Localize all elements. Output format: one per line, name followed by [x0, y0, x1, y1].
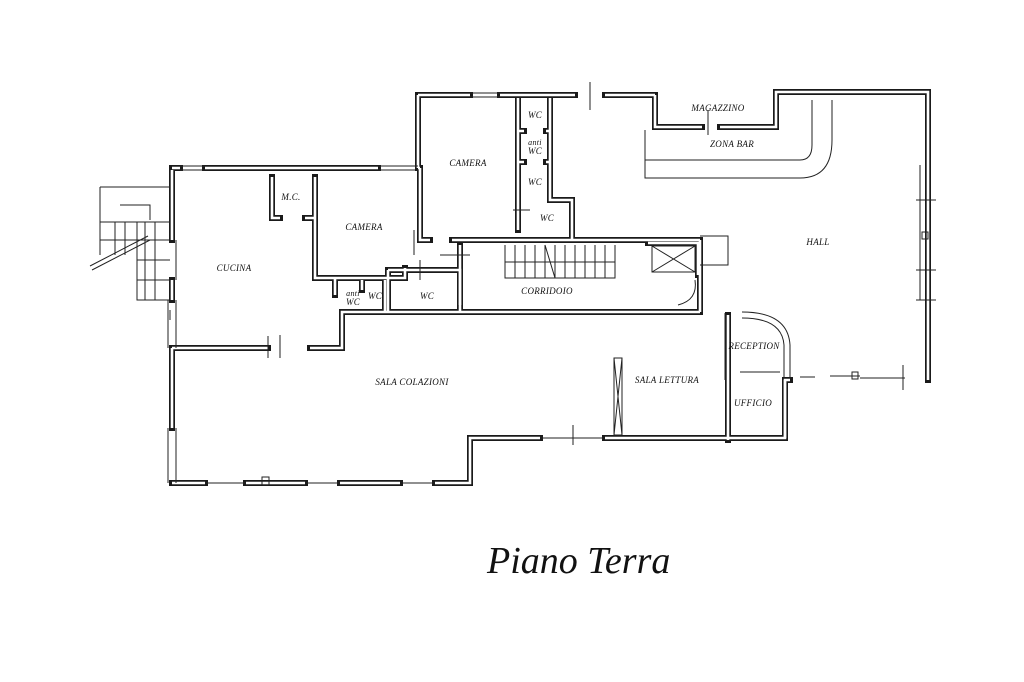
room-label-anti-wc: WC — [346, 297, 361, 307]
room-label-mc: M.C. — [280, 192, 300, 202]
room-label-wc: WC — [528, 177, 543, 187]
room-label-wc: WC — [528, 110, 543, 120]
room-label-anti-wc: anti — [346, 289, 360, 298]
room-label-reception: RECEPTION — [727, 341, 780, 351]
room-label-wc: WC — [420, 291, 435, 301]
room-label-anti-wc: anti — [528, 138, 542, 147]
room-label-camera: CAMERA — [449, 158, 486, 168]
room-label-corridoio: CORRIDOIO — [521, 286, 573, 296]
room-label-wc: WC — [540, 213, 555, 223]
room-label-anti-wc: WC — [528, 146, 543, 156]
room-label-camera: CAMERA — [345, 222, 382, 232]
room-label-ufficio: UFFICIO — [734, 398, 772, 408]
room-labels: CUCINA M.C. CAMERA CAMERA WC anti WC WC … — [217, 103, 830, 408]
room-label-zona-bar: ZONA BAR — [710, 139, 754, 149]
room-label-sala-lettura: SALA LETTURA — [635, 375, 699, 385]
room-label-sala-colazioni: SALA COLAZIONI — [375, 377, 449, 387]
room-label-magazzino: MAGAZZINO — [690, 103, 744, 113]
thin-lines — [89, 82, 936, 486]
plan-title: Piano Terra — [486, 540, 670, 582]
room-label-hall: HALL — [805, 237, 829, 247]
room-label-wc: WC — [368, 291, 383, 301]
room-label-cucina: CUCINA — [217, 263, 252, 273]
